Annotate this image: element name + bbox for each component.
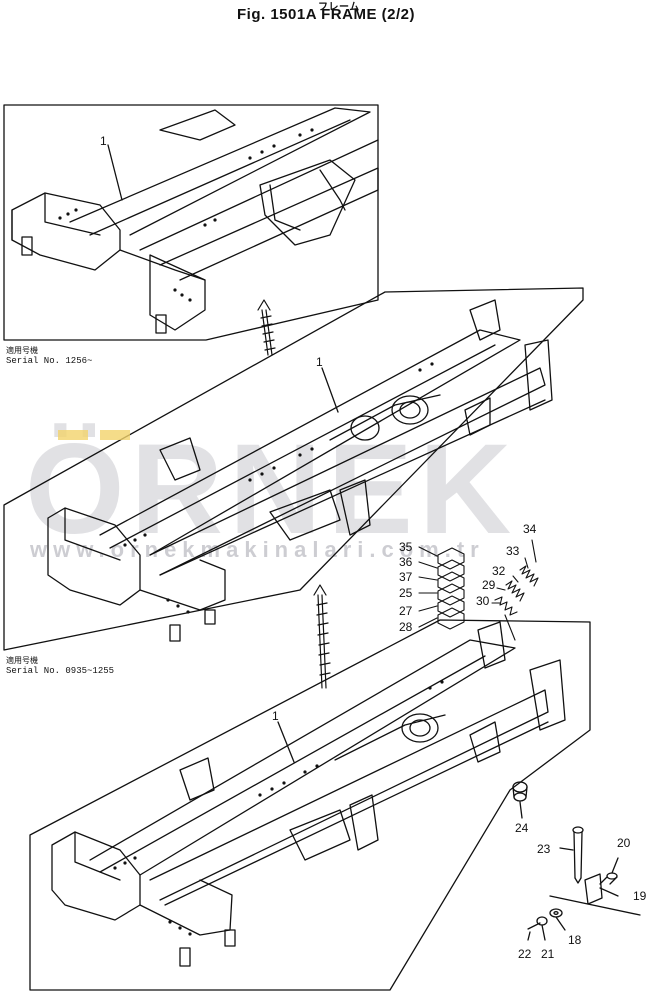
watermark-brand: ÖRNEK	[25, 418, 518, 561]
callout-32: 32	[492, 564, 506, 578]
callout-28: 28	[399, 620, 413, 634]
shim-stack	[418, 546, 465, 630]
callout-20: 20	[617, 836, 631, 850]
serial-label-top-jp: 適用号機	[6, 346, 38, 355]
callout-frame-bottom: 1	[272, 709, 279, 723]
panel-bottom-border	[29, 619, 591, 991]
serial-label-top-text: Serial No. 1256~	[6, 356, 93, 366]
callout-36: 36	[399, 555, 413, 569]
callout-frame-top: 1	[100, 134, 107, 148]
frame-middle	[47, 299, 553, 642]
bolt-20	[599, 857, 619, 885]
bushing-24	[512, 781, 528, 819]
callout-34: 34	[523, 522, 537, 536]
serial-label-top: 適用号機 Serial No. 1256~	[6, 346, 92, 366]
callout-19: 19	[633, 889, 647, 903]
panel-top-border	[3, 104, 379, 341]
callout-21: 21	[541, 947, 555, 961]
serial-label-middle-text: Serial No. 0935~1255	[6, 666, 115, 676]
callout-29: 29	[482, 578, 496, 592]
panel-middle-border	[3, 287, 584, 651]
bolt-23	[559, 826, 584, 884]
bracket-19	[549, 873, 641, 916]
figure-title-text: Fig. 1501A FRAME (2/2)	[237, 6, 415, 23]
spring-set	[491, 539, 539, 641]
callout-24: 24	[515, 821, 529, 835]
serial-label-middle-jp: 適用号機	[6, 656, 38, 665]
watermark-accent	[58, 430, 88, 440]
callout-37: 37	[399, 570, 413, 584]
assembly-arrow-top	[257, 299, 276, 356]
figure-title: フレーム Fig. 1501A FRAME (2/2)	[0, 2, 652, 23]
callout-33: 33	[506, 544, 520, 558]
serial-label-middle: 適用号機 Serial No. 0935~1255	[6, 656, 114, 676]
callout-27: 27	[399, 604, 413, 618]
callout-35: 35	[399, 540, 413, 554]
assembly-arrow-bottom	[313, 584, 331, 689]
frame-bottom	[51, 621, 566, 967]
callout-23: 23	[537, 842, 551, 856]
callout-25: 25	[399, 586, 413, 600]
figure-title-jp: フレーム	[318, 2, 360, 13]
callout-18: 18	[568, 933, 582, 947]
frame-top	[11, 107, 379, 334]
watermark-url: www.ornekmakinalari.com.tr	[30, 537, 485, 562]
callout-30: 30	[476, 594, 490, 608]
washers	[527, 908, 566, 941]
callout-frame-mid: 1	[316, 355, 323, 369]
callout-22: 22	[518, 947, 532, 961]
